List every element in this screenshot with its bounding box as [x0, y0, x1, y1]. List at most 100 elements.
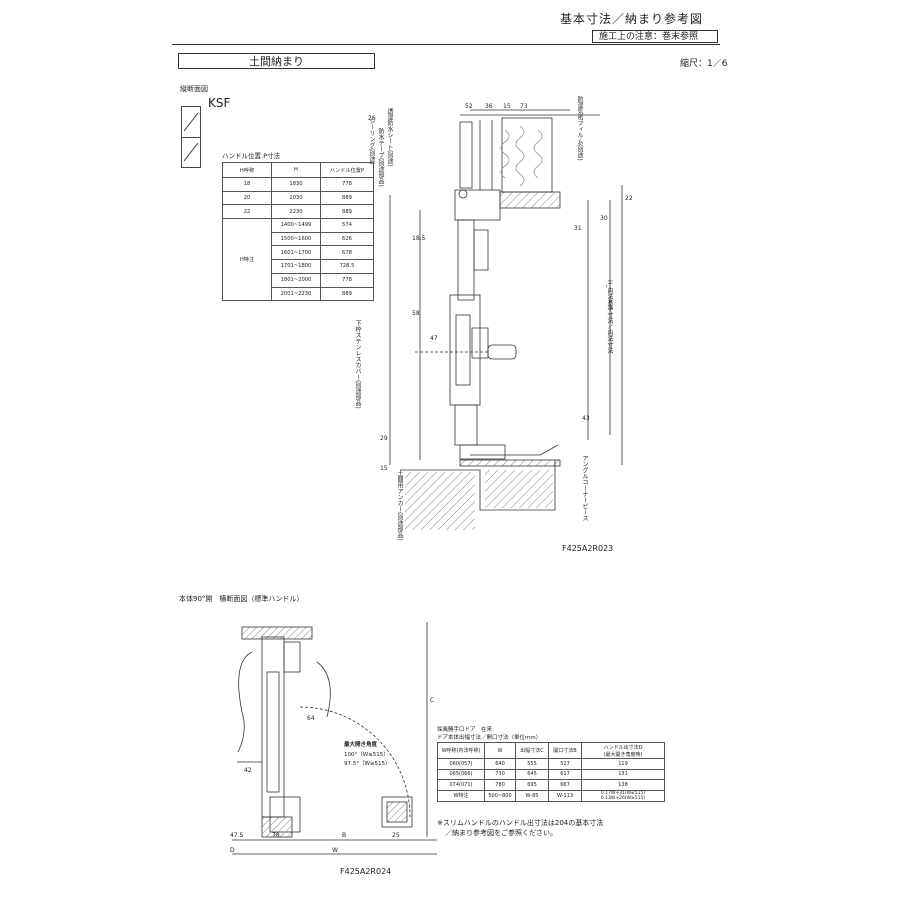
table-row: 060(057) 640 555 527 119	[437, 758, 665, 770]
table-cell: 2001~2230	[271, 286, 321, 302]
table-row: 074(071) 780 695 667 138	[437, 779, 665, 791]
footnote-2: ／納まり参考図をご参照ください。	[445, 829, 557, 837]
handle-table-title: ハンドル位置:P寸法	[222, 152, 281, 160]
table-cell: 695	[515, 779, 549, 791]
table-cell: 131	[581, 768, 665, 780]
table-row: H特注 1400~1499 574	[222, 218, 374, 302]
svg-text:64: 64	[307, 715, 315, 722]
table-cell: W特注	[437, 789, 485, 802]
table-cell: 730	[484, 768, 516, 780]
scale-label: 縮尺：1／6	[680, 59, 728, 69]
svg-text:D: D	[230, 847, 235, 854]
model-name: KSF	[208, 96, 231, 110]
table-cell: 617	[548, 768, 582, 780]
table-cell: 138	[581, 779, 665, 791]
table-cell: 1400~1499	[271, 218, 321, 233]
table-row: 22 2230 889	[222, 204, 374, 220]
svg-text:25: 25	[392, 832, 400, 839]
table-cell: 640	[484, 758, 516, 770]
svg-text:73: 73	[520, 103, 528, 110]
dim-table-title-2: ドア本体出幅寸法／開口寸法（単位mm）	[437, 735, 542, 741]
door-elevation-icon	[181, 106, 201, 168]
svg-text:43: 43	[582, 415, 590, 422]
table-cell: 065(066)	[437, 768, 485, 780]
special-label: H特注	[222, 218, 272, 302]
table-header: 開口寸法B	[548, 742, 582, 759]
svg-text:15: 15	[380, 465, 388, 472]
page-title: 基本寸法／納まり参考図	[560, 12, 704, 26]
header-rule	[172, 44, 720, 45]
dim-label: 26	[368, 115, 376, 122]
callout-sealing: シーリング(別途)	[368, 118, 375, 165]
table-row: 18 1830 778	[222, 177, 374, 192]
svg-text:52: 52	[465, 103, 473, 110]
table-cell: 555	[515, 758, 549, 770]
table-cell: 1500~1600	[271, 231, 321, 247]
max-angle-title: 最大開き角度	[344, 742, 378, 748]
dim-table-title-1: 採風勝手口ドア 在来	[437, 727, 493, 733]
table-cell: 20	[222, 190, 272, 206]
svg-text:B: B	[342, 832, 346, 839]
table-cell: 500~800	[484, 789, 516, 802]
svg-text:78: 78	[272, 832, 280, 839]
table-header: 出幅寸法C	[515, 742, 549, 759]
vertical-section-drawing: 26 29 15 52 36 15 73 22 30 31 43 47 58 1…	[368, 103, 633, 530]
table-cell: 2230	[271, 204, 321, 220]
table-cell: 728.5	[320, 259, 374, 274]
table-header: W呼称(内法呼称)	[437, 742, 485, 759]
table-cell: 645	[515, 768, 549, 780]
max-angle-2: 97.5°（W≥515）	[344, 761, 391, 767]
table-cell: 1601~1700	[271, 245, 321, 261]
table-header: W	[484, 742, 516, 759]
table-cell: 119	[581, 758, 665, 770]
construction-note: 施工上の注意：巻末参照	[592, 30, 718, 43]
dimension-table: W呼称(内法呼称) W 出幅寸法C 開口寸法B ハンドル出寸法D (最大開き角度…	[437, 742, 665, 802]
table-cell: 1801~2000	[271, 272, 321, 288]
table-row: W特注 500~800 W-85 W-113 0.17W+31(W≤515) 0…	[437, 789, 665, 802]
handle-position-table: H呼称 H ハンドル位置P 18 1830 778 20 2030 889 22…	[222, 162, 374, 302]
callout-anchor: 土間用アンカー(別途部品)	[396, 470, 403, 541]
figure-code-vertical: F425A2R023	[562, 544, 614, 553]
callout-vapor-film: 防湿気密フィルム(別途)	[576, 96, 583, 161]
svg-text:31: 31	[574, 225, 582, 232]
table-header: ハンドル位置P	[320, 162, 374, 178]
table-cell: 074(071)	[437, 779, 485, 791]
horizontal-section-heading: 本体90°開 横断面図（標準ハンドル）	[179, 595, 304, 603]
svg-text:47.5: 47.5	[230, 832, 244, 839]
table-cell: 2030	[271, 190, 321, 206]
table-cell: W-113	[548, 789, 582, 802]
horizontal-section-drawing: 64 42 47.5 78 B 25 D W C	[230, 622, 437, 855]
svg-text:36: 36	[485, 103, 493, 110]
callout-angle-corner: アングルコーナーピース	[581, 455, 588, 521]
table-row: 1701~1800 728.5	[223, 259, 374, 274]
svg-text:42: 42	[244, 767, 252, 774]
callout-stainless-cover: 下枠ステンレスカバー(別途部品)	[354, 320, 361, 409]
table-cell: 527	[548, 758, 582, 770]
table-header: ハンドル出寸法D (最大開き角度時)	[581, 742, 665, 759]
table-row: 20 2030 889	[222, 190, 374, 206]
table-row: 2001~2230 889	[223, 286, 374, 302]
table-cell: 060(057)	[437, 758, 485, 770]
svg-text:18.5: 18.5	[412, 235, 426, 242]
callout-waterproof-tape: 防水テープ(別途部品)	[377, 128, 384, 187]
figure-code-horizontal: F425A2R024	[340, 867, 392, 876]
table-cell: 889	[320, 286, 374, 302]
table-cell: 1830	[271, 177, 321, 192]
svg-text:22: 22	[625, 195, 633, 202]
footnote-1: ※スリムハンドルのハンドル出寸法は204の基本寸法	[437, 819, 604, 827]
svg-text:W: W	[332, 847, 338, 854]
table-header: H呼称	[222, 162, 272, 178]
svg-text:47: 47	[430, 335, 438, 342]
table-header: H	[271, 162, 321, 178]
callout-breathable-sheet: 透湿防水シート(別途)	[386, 108, 393, 167]
callout-inner-dim: H_内法基準寸法／内法寸法	[606, 280, 613, 354]
table-cell: 667	[548, 779, 582, 791]
svg-text:58: 58	[412, 310, 420, 317]
svg-text:30: 30	[600, 215, 608, 222]
max-angle-1: 100°（W≤515）	[344, 752, 389, 758]
table-cell: 780	[484, 779, 516, 791]
table-cell: W-85	[515, 789, 549, 802]
svg-text:C: C	[430, 697, 434, 704]
table-cell: 22	[222, 204, 272, 220]
table-cell: 18	[222, 177, 272, 192]
